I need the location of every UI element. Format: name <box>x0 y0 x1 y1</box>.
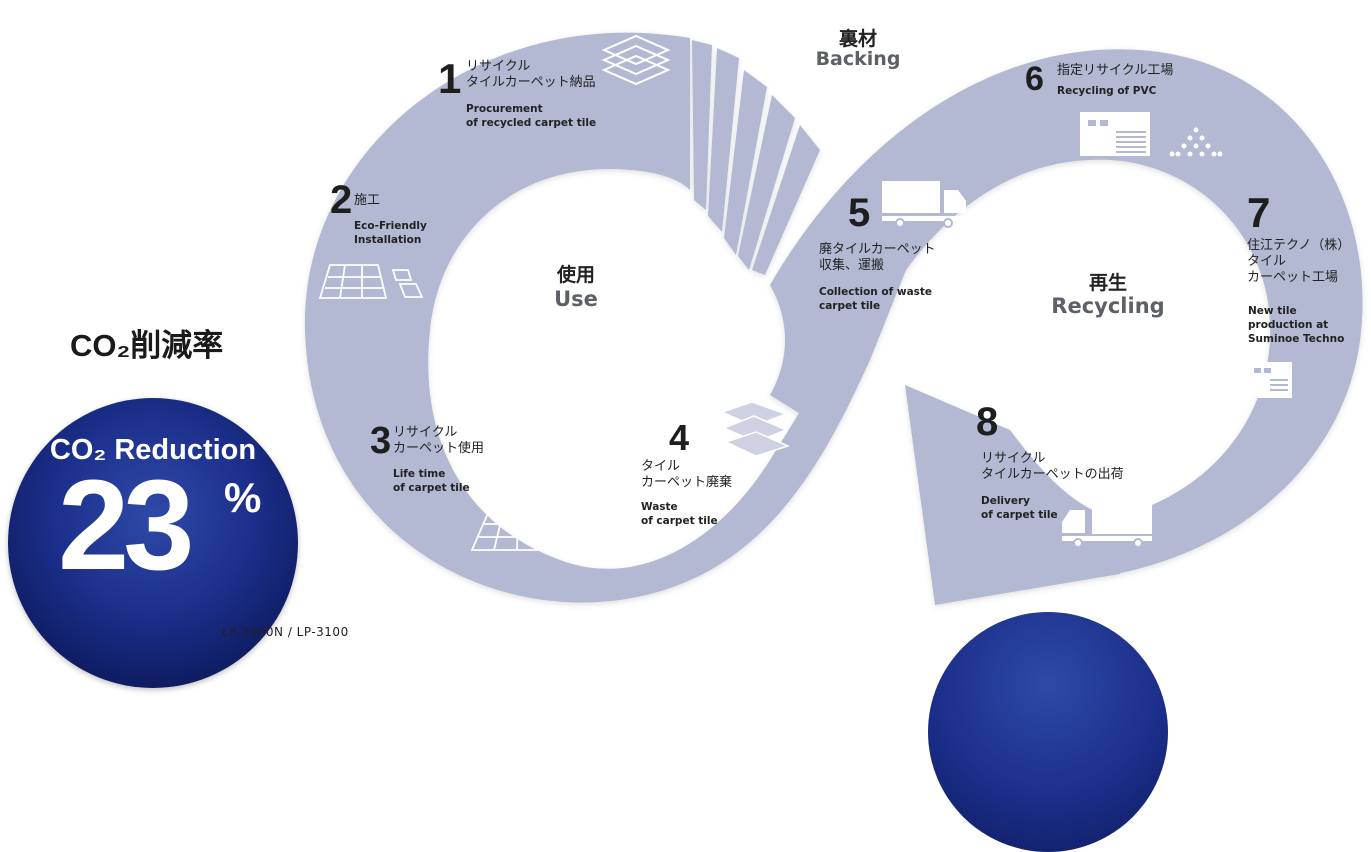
step-8-label-en: Delivery of carpet tile <box>981 495 1058 521</box>
waste-tiles-icon <box>719 401 791 457</box>
step-2-label-jp: 施工 <box>354 193 381 208</box>
zone-backing-en: Backing <box>815 48 901 70</box>
step-2-label-en: Eco-Friendly Installation <box>354 220 427 246</box>
step-1-number: 1 <box>438 55 462 102</box>
step-7-label-jp: 住江テクノ（株） タイル カーペット工場 <box>1247 238 1351 285</box>
co2-reduction-label: CO₂ Reduction <box>49 434 257 466</box>
pellets-icon <box>1169 127 1223 157</box>
step-5-label-en: Collection of waste carpet tile <box>819 286 933 312</box>
factory-icon <box>1080 112 1150 156</box>
step-4-number: 4 <box>669 417 690 458</box>
step-6-number: 6 <box>1025 60 1044 98</box>
factory-icon-2 <box>1248 362 1292 398</box>
tile-grid-icon <box>470 512 564 551</box>
zone-recycling-en: Recycling <box>1051 294 1165 318</box>
zone-use-jp: 使用 <box>556 264 595 286</box>
stacked-tiles-icon <box>601 34 671 86</box>
secondary-badge <box>928 612 1168 852</box>
product-code: LP-2000N / LP-3100 <box>222 625 349 639</box>
step-5-label-jp: 廃タイルカーペット 収集、運搬 <box>819 242 936 273</box>
step-3-label-en: Life time of carpet tile <box>393 468 470 494</box>
co2-reduction-badge: CO₂ Reduction 23 % <box>8 398 298 688</box>
co2-reduction-title: CO₂削減率 <box>70 328 224 363</box>
step-4-label-jp: タイル カーペット廃棄 <box>641 459 733 490</box>
co2-reduction-unit: % <box>224 474 262 521</box>
zone-use-en: Use <box>554 287 598 311</box>
zone-backing-jp: 裏材 <box>838 28 877 50</box>
step-3-label-jp: リサイクル カーペット使用 <box>393 425 485 456</box>
step-8-number: 8 <box>976 400 999 444</box>
zone-recycling-jp: 再生 <box>1088 272 1127 294</box>
recycling-loop-diagram <box>304 32 1363 605</box>
step-1-label-jp: リサイクル タイルカーペット納品 <box>466 59 596 90</box>
step-6-label-en: Recycling of PVC <box>1057 85 1157 97</box>
step-7-label-en: New tile production at Suminoe Techno <box>1248 305 1345 345</box>
step-6-label-jp: 指定リサイクル工場 <box>1057 63 1174 78</box>
infinity-loop-band <box>304 32 1363 605</box>
step-4-label-en: Waste of carpet tile <box>641 501 718 527</box>
step-5-number: 5 <box>848 191 871 235</box>
step-7-number: 7 <box>1247 189 1271 236</box>
tile-installation-icon <box>318 264 424 299</box>
step-2-number: 2 <box>330 178 353 222</box>
delivery-truck-icon <box>1062 498 1152 548</box>
step-3-number: 3 <box>370 420 392 462</box>
step-8-label-jp: リサイクル タイルカーペットの出荷 <box>981 451 1124 482</box>
co2-reduction-value: 23 <box>58 454 194 597</box>
step-1-label-en: Procurement of recycled carpet tile <box>466 103 597 129</box>
truck-icon <box>882 181 967 228</box>
